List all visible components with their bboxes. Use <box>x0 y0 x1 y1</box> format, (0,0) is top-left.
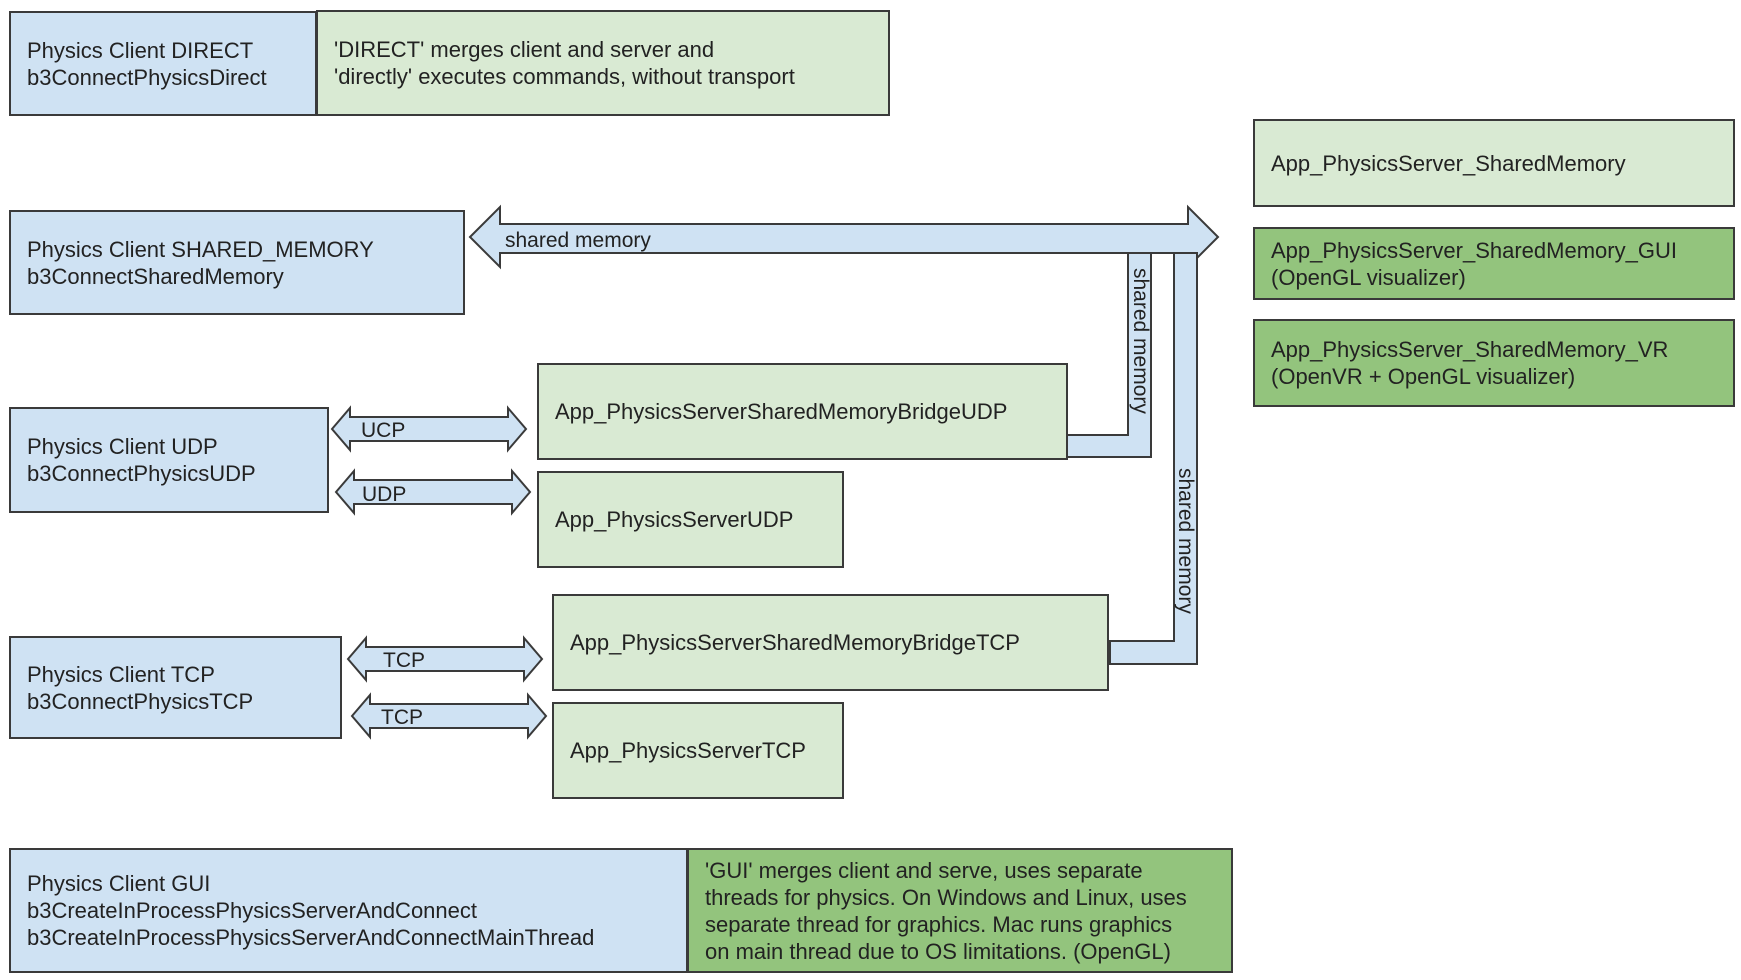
client-direct-box: Physics Client DIRECT b3ConnectPhysicsDi… <box>9 11 317 116</box>
shared-memory-udp-bridge-label: shared memory <box>1129 268 1152 414</box>
client-direct-title: Physics Client DIRECT <box>27 37 254 63</box>
gui-note-box: 'GUI' merges client and serve, uses sepa… <box>687 848 1233 973</box>
shared-memory-tcp-bridge-connector <box>1109 252 1198 665</box>
gui-note-line-3: separate thread for graphics. Mac runs g… <box>705 911 1173 937</box>
client-shared-memory-function: b3ConnectSharedMemory <box>27 263 284 289</box>
direct-note-box: 'DIRECT' merges client and server and 'd… <box>316 10 890 116</box>
client-direct-function: b3ConnectPhysicsDirect <box>27 64 267 90</box>
server-shared-memory-box: App_PhysicsServer_SharedMemory <box>1253 119 1735 207</box>
tcp-label: TCP <box>381 706 423 729</box>
client-shared-memory-box: Physics Client SHARED_MEMORY b3ConnectSh… <box>9 210 465 315</box>
server-shared-memory-gui-box: App_PhysicsServer_SharedMemory_GUI (Open… <box>1253 227 1735 300</box>
client-gui-title: Physics Client GUI <box>27 871 211 896</box>
shared-memory-label: shared memory <box>505 229 651 252</box>
server-shared-memory-gui-title: App_PhysicsServer_SharedMemory_GUI <box>1271 237 1677 263</box>
tcp-arrow <box>350 692 548 740</box>
server-bridge-tcp-box: App_PhysicsServerSharedMemoryBridgeTCP <box>552 594 1109 691</box>
server-bridge-udp-box: App_PhysicsServerSharedMemoryBridgeUDP <box>537 363 1068 460</box>
client-udp-function: b3ConnectPhysicsUDP <box>27 461 256 486</box>
server-shared-memory-title: App_PhysicsServer_SharedMemory <box>1271 150 1626 176</box>
client-shared-memory-title: Physics Client SHARED_MEMORY <box>27 236 374 262</box>
client-udp-title: Physics Client UDP <box>27 434 218 459</box>
server-bridge-tcp-title: App_PhysicsServerSharedMemoryBridgeTCP <box>570 630 1020 655</box>
gui-note-line-1: 'GUI' merges client and serve, uses sepa… <box>705 857 1143 883</box>
shared-memory-arrow <box>468 204 1220 270</box>
client-tcp-title: Physics Client TCP <box>27 661 215 687</box>
tcp-bridge-label: TCP <box>383 649 425 672</box>
server-shared-memory-vr-box: App_PhysicsServer_SharedMemory_VR (OpenV… <box>1253 319 1735 407</box>
gui-note-line-2: threads for physics. On Windows and Linu… <box>705 884 1187 910</box>
server-shared-memory-vr-subtitle: (OpenVR + OpenGL visualizer) <box>1271 364 1576 389</box>
server-tcp-title: App_PhysicsServerTCP <box>570 738 806 763</box>
server-shared-memory-gui-subtitle: (OpenGL visualizer) <box>1271 264 1466 290</box>
ucp-label: UCP <box>361 419 405 442</box>
server-udp-box: App_PhysicsServerUDP <box>537 471 844 568</box>
direct-note-line-2: 'directly' executes commands, without tr… <box>334 64 795 89</box>
client-gui-box: Physics Client GUI b3CreateInProcessPhys… <box>9 848 688 973</box>
ucp-arrow <box>330 405 528 453</box>
client-tcp-box: Physics Client TCP b3ConnectPhysicsTCP <box>9 636 342 739</box>
udp-label: UDP <box>362 483 406 506</box>
tcp-bridge-arrow <box>346 635 544 683</box>
shared-memory-tcp-bridge-label: shared memory <box>1174 468 1197 614</box>
server-udp-title: App_PhysicsServerUDP <box>555 507 794 532</box>
client-udp-box: Physics Client UDP b3ConnectPhysicsUDP <box>9 407 329 513</box>
client-gui-function-1: b3CreateInProcessPhysicsServerAndConnect <box>27 898 478 923</box>
server-tcp-box: App_PhysicsServerTCP <box>552 702 844 799</box>
client-gui-function-2: b3CreateInProcessPhysicsServerAndConnect… <box>27 925 595 950</box>
client-tcp-function: b3ConnectPhysicsTCP <box>27 688 254 714</box>
server-shared-memory-vr-title: App_PhysicsServer_SharedMemory_VR <box>1271 337 1669 362</box>
udp-arrow <box>334 468 532 516</box>
direct-note-line-1: 'DIRECT' merges client and server and <box>334 37 715 62</box>
gui-note-line-4: on main thread due to OS limitations. (O… <box>705 938 1171 964</box>
server-bridge-udp-title: App_PhysicsServerSharedMemoryBridgeUDP <box>555 399 1008 424</box>
